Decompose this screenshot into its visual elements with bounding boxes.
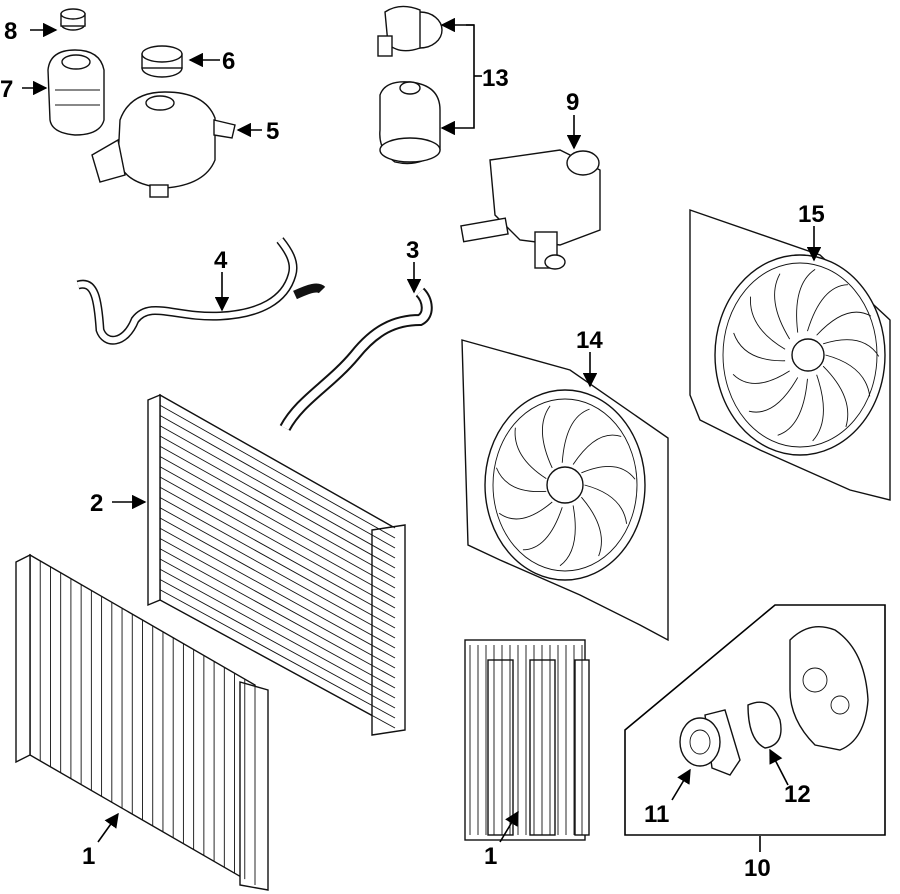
fin-line xyxy=(159,558,396,689)
part-10-water-pump-kit[interactable] xyxy=(624,604,886,836)
callout-labels: 8 7 6 5 13 9 4 3 2 14 15 1 1 11 12 10 xyxy=(0,18,825,882)
fan-blade xyxy=(812,374,824,442)
callout-1-left: 1 xyxy=(82,843,95,870)
fan-blade xyxy=(732,370,790,384)
callout-9: 9 xyxy=(566,89,579,116)
part-15-fan-shroud[interactable] xyxy=(689,209,891,501)
part-13-upper-pump[interactable] xyxy=(377,5,443,57)
part-13-lower-pump[interactable] xyxy=(379,81,441,165)
fan-blade xyxy=(750,296,786,350)
callout-11: 11 xyxy=(644,801,669,828)
part-1-radiator-center[interactable] xyxy=(464,639,590,841)
part-7-reservoir[interactable] xyxy=(47,49,105,136)
fin-line xyxy=(159,415,396,549)
fan-blade xyxy=(796,269,816,333)
callout-10: 10 xyxy=(744,855,771,882)
fan-blade xyxy=(823,339,880,357)
fin-line xyxy=(159,476,396,609)
part-2-radiator[interactable] xyxy=(147,393,406,736)
fin-line xyxy=(159,435,396,569)
part-3-hose[interactable] xyxy=(279,287,433,432)
callout-5: 5 xyxy=(266,118,279,145)
fin-line xyxy=(159,466,396,599)
callout-8: 8 xyxy=(4,18,17,45)
fin-line xyxy=(159,456,396,589)
fan-blade xyxy=(774,273,791,340)
callout-4: 4 xyxy=(214,247,228,274)
fin-line xyxy=(159,497,396,629)
part-6-cap[interactable] xyxy=(141,45,183,78)
fan-blade xyxy=(777,378,808,436)
callout-3: 3 xyxy=(406,237,419,264)
fan-blade xyxy=(581,466,636,480)
fan-blade xyxy=(825,354,871,397)
fan-blade xyxy=(807,284,848,332)
callout-14: 14 xyxy=(576,327,603,354)
part-14-fan-shroud[interactable] xyxy=(461,339,669,642)
callout-13: 13 xyxy=(482,65,509,92)
fan-blade xyxy=(561,408,590,463)
part-5-expansion-tank[interactable] xyxy=(91,91,236,198)
fan-blade xyxy=(816,311,872,336)
fin-line xyxy=(159,579,396,709)
part-10-water-pump[interactable] xyxy=(789,626,869,751)
callout-7: 7 xyxy=(0,76,13,103)
fin-line xyxy=(159,599,396,729)
part-8-cap[interactable] xyxy=(60,8,86,31)
callout-2: 2 xyxy=(90,490,103,517)
fin-line xyxy=(159,445,396,579)
part-4-hose[interactable] xyxy=(76,237,326,345)
callout-15: 15 xyxy=(798,201,825,228)
fan-blade xyxy=(495,467,547,493)
fin-line xyxy=(159,425,396,559)
callout-12: 12 xyxy=(784,781,811,808)
fan-blade xyxy=(748,377,799,413)
fan-blade xyxy=(541,405,553,469)
fin-line xyxy=(159,568,396,699)
leader-lines xyxy=(22,17,822,852)
part-12-gasket[interactable] xyxy=(747,701,782,749)
part-1-radiator-left[interactable] xyxy=(15,553,269,891)
fan-blade xyxy=(498,501,553,520)
part-11-idler-pulley[interactable] xyxy=(679,709,741,776)
fin-line xyxy=(159,517,396,649)
fin-line xyxy=(159,507,396,639)
fin-line xyxy=(159,404,396,539)
part-9-thermostat-housing[interactable] xyxy=(460,149,601,270)
fan-blade xyxy=(581,496,602,557)
fan-blade xyxy=(822,365,849,428)
fan-blade xyxy=(514,427,547,480)
fan-blade xyxy=(733,332,786,362)
fin-line xyxy=(159,538,396,669)
fan-blade xyxy=(584,484,628,524)
fan-blade xyxy=(522,507,563,551)
fan-blade xyxy=(572,434,622,465)
fin-line xyxy=(159,548,396,679)
fin-line xyxy=(159,527,396,659)
fin-line xyxy=(159,394,396,529)
fin-line xyxy=(159,486,396,619)
callout-6: 6 xyxy=(222,48,235,75)
fin-line xyxy=(159,589,396,719)
fan-blade xyxy=(559,505,576,567)
callout-1-center: 1 xyxy=(484,843,497,870)
